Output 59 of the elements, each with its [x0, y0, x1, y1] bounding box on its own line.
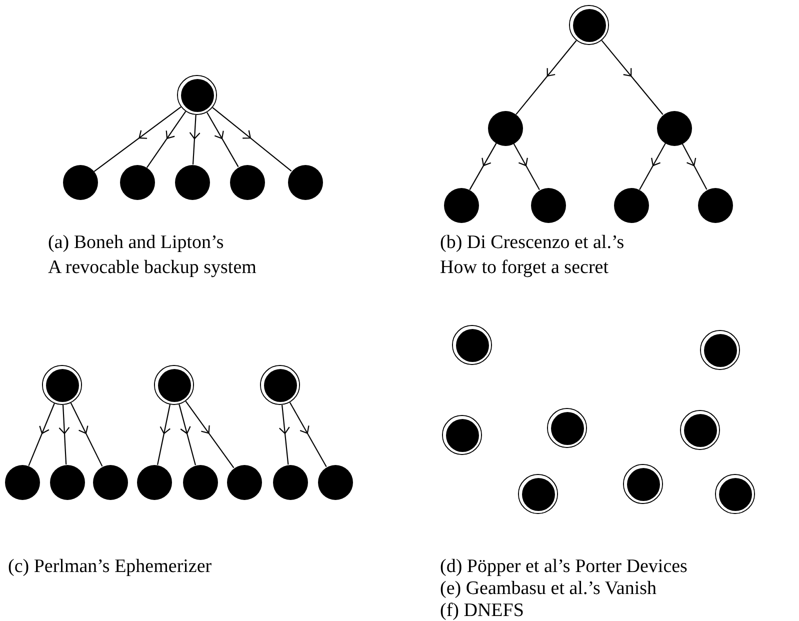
double-circle-node	[518, 474, 558, 514]
double-circle-node	[700, 330, 740, 370]
arrow	[157, 404, 171, 465]
circle-node	[530, 188, 566, 222]
circle-node	[318, 464, 352, 500]
caption: A revocable backup system	[48, 257, 256, 279]
double-circle-node	[260, 365, 300, 405]
arrow	[469, 142, 497, 190]
caption: (f) DNEFS	[440, 600, 524, 621]
arrow	[212, 107, 292, 172]
circle-node	[92, 464, 128, 500]
caption: (e) Geambasu et al.’s Vanish	[440, 578, 657, 600]
arrow	[94, 106, 182, 172]
arrow	[178, 404, 196, 466]
double-circle-node	[452, 325, 492, 365]
double-circle-node	[623, 464, 663, 504]
double-circle-node	[42, 365, 82, 405]
arrow	[58, 404, 70, 465]
double-circle-node	[680, 410, 720, 450]
circle-node	[444, 188, 478, 222]
circle-node	[656, 110, 692, 146]
circle-node	[136, 464, 172, 500]
caption: (c) Perlman’s Ephemerizer	[8, 556, 212, 578]
circle-node	[174, 164, 210, 200]
circle-node	[698, 188, 732, 222]
circle-node	[488, 110, 522, 146]
arrow	[146, 111, 186, 168]
circle-node	[50, 464, 84, 500]
circle-node	[62, 164, 98, 200]
double-circle-node	[569, 5, 609, 45]
circle-node	[614, 188, 648, 222]
arrow	[289, 402, 327, 468]
caption: How to forget a secret	[440, 257, 608, 279]
circle-node	[120, 164, 154, 200]
caption: (a) Boneh and Lipton’s	[48, 232, 224, 254]
arrow	[516, 40, 577, 115]
arrow	[513, 143, 540, 190]
circle-node	[182, 464, 218, 500]
caption: (b) Di Crescenzo et al.’s	[440, 232, 624, 254]
arrow	[189, 114, 200, 165]
arrow	[601, 40, 664, 115]
circle-node	[272, 464, 308, 500]
double-circle-node	[177, 75, 217, 115]
circle-node	[226, 464, 262, 500]
arrow	[639, 143, 666, 190]
double-circle-node	[715, 474, 755, 514]
arrow	[682, 143, 708, 190]
circle-node	[4, 464, 40, 500]
arrow	[70, 402, 103, 467]
caption: (d) Pöpper et al’s Porter Devices	[440, 556, 688, 578]
double-circle-node	[154, 365, 194, 405]
double-circle-node	[442, 415, 482, 455]
arrow	[185, 400, 234, 468]
arrow	[206, 112, 239, 168]
circle-node	[230, 164, 264, 200]
arrow	[278, 404, 290, 465]
arrow	[28, 403, 55, 466]
double-circle-node	[547, 408, 587, 448]
circle-node	[288, 164, 322, 200]
